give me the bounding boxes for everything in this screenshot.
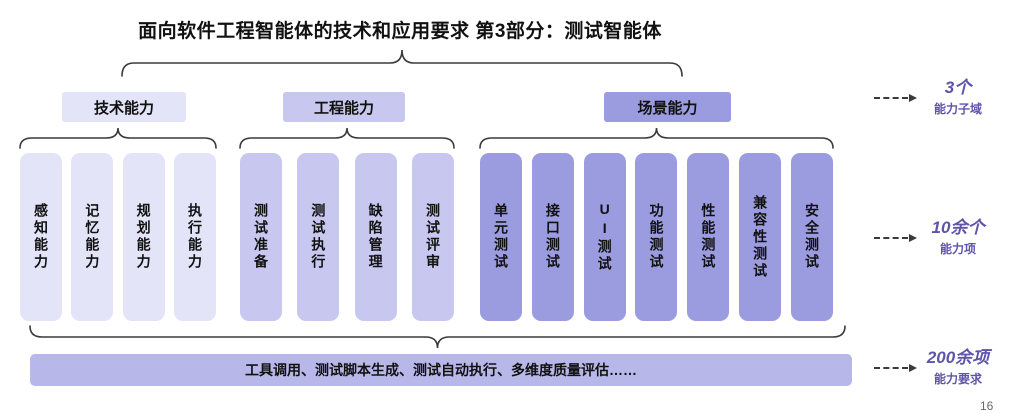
group-header-technical: 技术能力 bbox=[62, 92, 186, 122]
capability-column: 记忆能力 bbox=[71, 153, 114, 321]
capability-column: UI测试 bbox=[583, 153, 626, 321]
capability-column-label: 单元测试 bbox=[493, 203, 509, 271]
bottom-bar: 工具调用、测试脚本生成、测试自动执行、多维度质量评估…… bbox=[30, 354, 852, 386]
bottom-bar-text: 工具调用、测试脚本生成、测试自动执行、多维度质量评估…… bbox=[245, 362, 637, 378]
capability-column: 执行能力 bbox=[173, 153, 216, 321]
capability-column-label: UI测试 bbox=[596, 201, 613, 273]
capability-column-label: 规划能力 bbox=[135, 203, 152, 271]
capability-column-label: 接口测试 bbox=[544, 203, 561, 271]
top-brace bbox=[121, 49, 683, 77]
annotation-items: 10余个 能力项 bbox=[908, 218, 1008, 257]
capability-column: 兼容性测试 bbox=[739, 153, 782, 321]
capability-column-label: 感知能力 bbox=[33, 203, 49, 271]
page-number: 16 bbox=[980, 399, 994, 413]
capability-column: 规划能力 bbox=[122, 153, 165, 321]
annotation-items-value: 10余个 bbox=[931, 218, 985, 237]
capability-column: 功能测试 bbox=[635, 153, 678, 321]
group-columns-technical: 感知能力 记忆能力 规划能力 执行能力 bbox=[20, 153, 216, 321]
capability-column-label: 性能测试 bbox=[700, 203, 717, 271]
capability-column-label: 功能测试 bbox=[648, 203, 665, 271]
capability-column: 缺陷管理 bbox=[354, 153, 397, 321]
capability-column-label: 兼容性测试 bbox=[752, 194, 769, 280]
capability-column-label: 缺陷管理 bbox=[367, 203, 384, 271]
group-header-scenario: 场景能力 bbox=[604, 92, 731, 122]
group-columns-engineering: 测试准备 测试执行 缺陷管理 测试评审 bbox=[240, 153, 454, 321]
annotation-requirements: 200余项 能力要求 bbox=[908, 348, 1008, 387]
capability-column: 测试准备 bbox=[240, 153, 282, 321]
dashed-arrow-requirements bbox=[874, 364, 917, 372]
bottom-brace bbox=[29, 325, 846, 349]
group-columns-scenario: 单元测试 接口测试 UI测试 功能测试 性能测试 兼容性测试 安全测试 bbox=[480, 153, 833, 321]
capability-column: 测试评审 bbox=[411, 153, 454, 321]
dashed-arrow-subdomains bbox=[874, 94, 917, 102]
capability-column-label: 测试准备 bbox=[253, 203, 269, 271]
capability-column: 接口测试 bbox=[531, 153, 574, 321]
capability-column-label: 记忆能力 bbox=[84, 203, 101, 271]
group-brace-scenario bbox=[479, 127, 834, 149]
capability-column-label: 测试评审 bbox=[424, 203, 441, 271]
capability-column-label: 执行能力 bbox=[186, 203, 203, 271]
capability-column: 性能测试 bbox=[687, 153, 730, 321]
capability-column-label: 测试执行 bbox=[310, 203, 327, 271]
dashed-arrow-items bbox=[874, 234, 917, 242]
group-header-engineering: 工程能力 bbox=[283, 92, 405, 122]
capability-column-label: 安全测试 bbox=[803, 203, 820, 271]
group-brace-engineering bbox=[239, 127, 455, 149]
annotation-requirements-label: 能力要求 bbox=[933, 372, 982, 387]
capability-column: 测试执行 bbox=[297, 153, 340, 321]
capability-column: 安全测试 bbox=[790, 153, 833, 321]
group-brace-technical bbox=[19, 127, 217, 149]
annotation-requirements-value: 200余项 bbox=[926, 348, 990, 367]
annotation-subdomains-label: 能力子域 bbox=[933, 102, 982, 117]
annotation-items-label: 能力项 bbox=[939, 242, 976, 257]
annotation-subdomains: 3个 能力子域 bbox=[908, 78, 1008, 117]
slide-title: 面向软件工程智能体的技术和应用要求 第3部分：测试智能体 bbox=[138, 21, 662, 42]
capability-column: 感知能力 bbox=[20, 153, 62, 321]
capability-column: 单元测试 bbox=[480, 153, 522, 321]
annotation-subdomains-value: 3个 bbox=[944, 78, 972, 97]
